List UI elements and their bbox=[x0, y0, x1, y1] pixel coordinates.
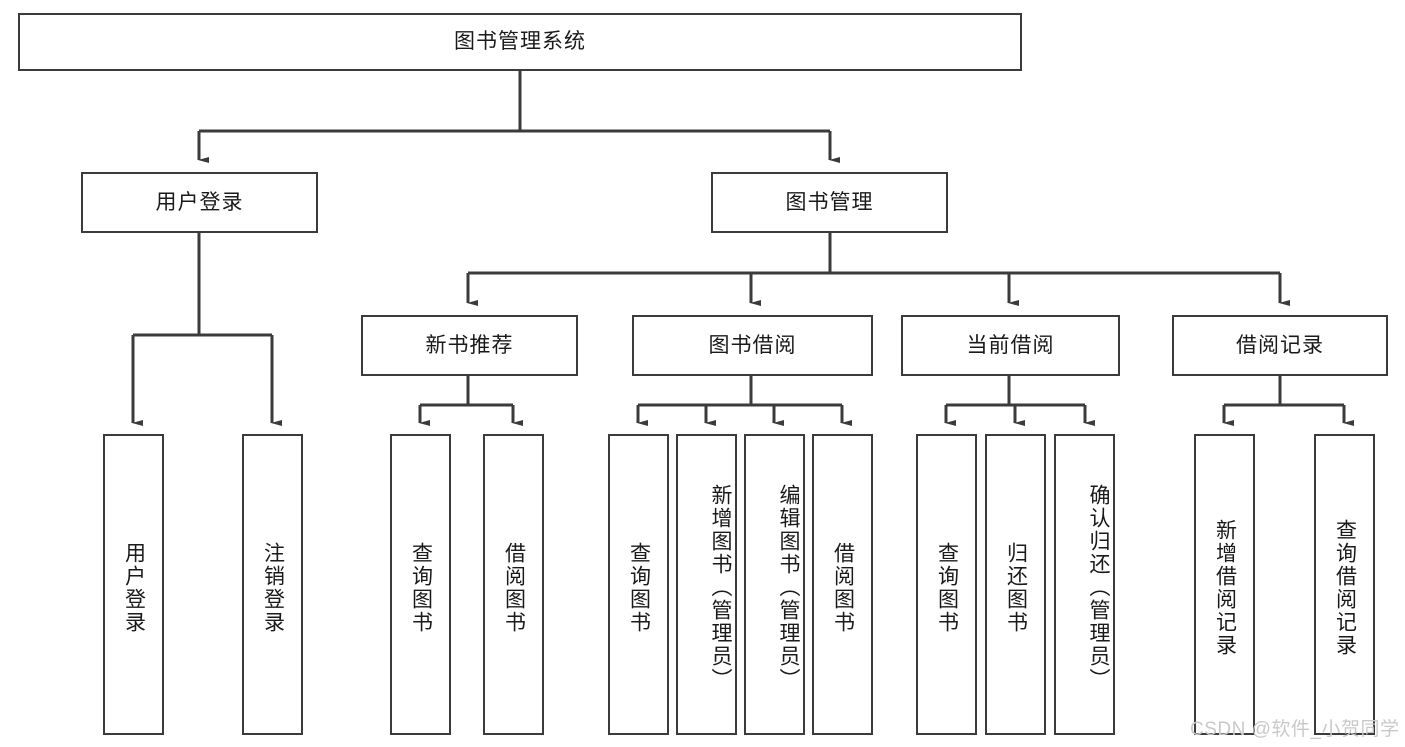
node-leaf-add-book[interactable]: 新增图书（管理员） bbox=[676, 434, 737, 735]
leaf-label: 查询图书 bbox=[935, 541, 959, 634]
leaf-label: 用户登录 bbox=[122, 541, 146, 634]
node-leaf-query-book-2[interactable]: 查询图书 bbox=[608, 434, 669, 735]
leaf-label: 新增借阅记录 bbox=[1213, 518, 1237, 657]
node-book-borrow[interactable]: 图书借阅 bbox=[632, 315, 873, 376]
node-leaf-user-login[interactable]: 用户登录 bbox=[103, 434, 164, 735]
node-new-book-recommend[interactable]: 新书推荐 bbox=[361, 315, 578, 376]
leaf-label: 查询图书 bbox=[409, 541, 433, 634]
node-root[interactable]: 图书管理系统 bbox=[18, 13, 1022, 71]
node-leaf-query-book-1[interactable]: 查询图书 bbox=[390, 434, 451, 735]
leaf-label: 新增图书（管理员） bbox=[709, 484, 732, 691]
node-leaf-query-record[interactable]: 查询借阅记录 bbox=[1314, 434, 1375, 735]
leaf-label: 注销登录 bbox=[261, 541, 285, 634]
node-leaf-query-book-3[interactable]: 查询图书 bbox=[916, 434, 977, 735]
leaf-label: 查询图书 bbox=[627, 541, 651, 634]
node-leaf-borrow-book-1[interactable]: 借阅图书 bbox=[483, 434, 544, 735]
node-leaf-user-logout[interactable]: 注销登录 bbox=[242, 434, 303, 735]
leaf-label: 借阅图书 bbox=[502, 541, 526, 634]
leaf-label: 确认归还（管理员） bbox=[1087, 484, 1110, 691]
node-borrow-record[interactable]: 借阅记录 bbox=[1172, 315, 1388, 376]
leaf-label: 归还图书 bbox=[1004, 541, 1028, 634]
leaf-label: 查询借阅记录 bbox=[1333, 518, 1357, 657]
node-book-manage[interactable]: 图书管理 bbox=[711, 172, 948, 233]
node-leaf-edit-book[interactable]: 编辑图书（管理员） bbox=[744, 434, 805, 735]
node-leaf-confirm-return[interactable]: 确认归还（管理员） bbox=[1054, 434, 1115, 735]
leaf-label: 编辑图书（管理员） bbox=[777, 484, 800, 691]
node-leaf-return-book[interactable]: 归还图书 bbox=[985, 434, 1046, 735]
csdn-watermark: CSDN @软件_小贺同学 bbox=[1190, 719, 1400, 740]
leaf-label: 借阅图书 bbox=[831, 541, 855, 634]
node-user-login[interactable]: 用户登录 bbox=[81, 172, 318, 233]
node-leaf-borrow-book-2[interactable]: 借阅图书 bbox=[812, 434, 873, 735]
node-leaf-add-record[interactable]: 新增借阅记录 bbox=[1194, 434, 1255, 735]
node-current-borrow[interactable]: 当前借阅 bbox=[901, 315, 1120, 376]
